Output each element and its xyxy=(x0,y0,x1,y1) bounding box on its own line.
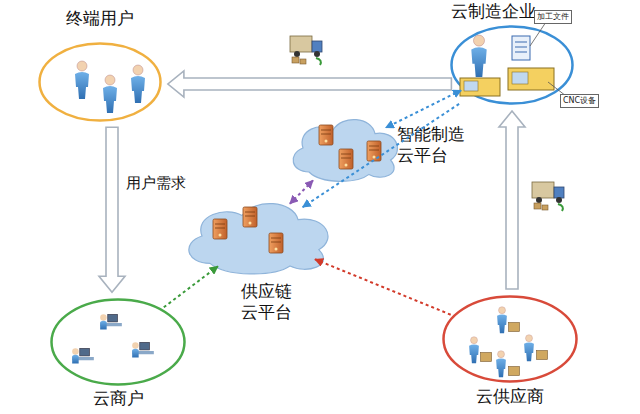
actor-ellipse: 云供应商 xyxy=(442,295,578,383)
edge-label: 用户需求 xyxy=(126,174,186,193)
flow-arrow xyxy=(499,111,525,289)
ellipse-outline xyxy=(38,42,162,122)
actor-ellipse: 云商户 xyxy=(50,298,186,386)
flow-arrow xyxy=(168,71,452,97)
node-label: 云供应商 xyxy=(442,386,578,407)
data-link xyxy=(290,180,313,203)
actor-ellipse: 云制造企业 xyxy=(450,25,574,105)
logistics-icon xyxy=(290,36,322,65)
node-label: 智能制造 云平台 xyxy=(397,124,469,166)
cloud-platform: 智能制造 云平台 xyxy=(285,112,405,184)
callout-tag: CNC设备 xyxy=(560,94,599,108)
cloud-outline xyxy=(285,112,405,184)
node-label: 供应链 云平台 xyxy=(236,281,296,323)
actor-ellipse: 终端用户 xyxy=(38,42,162,122)
cloud-platform: 供应链 云平台 xyxy=(178,195,338,277)
cloud-outline xyxy=(178,195,338,277)
ellipse-outline xyxy=(450,25,574,105)
data-link xyxy=(386,90,461,127)
node-label: 终端用户 xyxy=(36,8,164,29)
data-link xyxy=(164,266,218,307)
callout-tag: 加工文件 xyxy=(534,10,572,24)
flow-arrow xyxy=(99,127,125,292)
data-link xyxy=(315,259,451,314)
ellipse-outline xyxy=(442,295,578,383)
logistics-icon xyxy=(532,182,564,211)
ellipse-outline xyxy=(50,298,186,386)
node-label: 云商户 xyxy=(50,388,186,409)
